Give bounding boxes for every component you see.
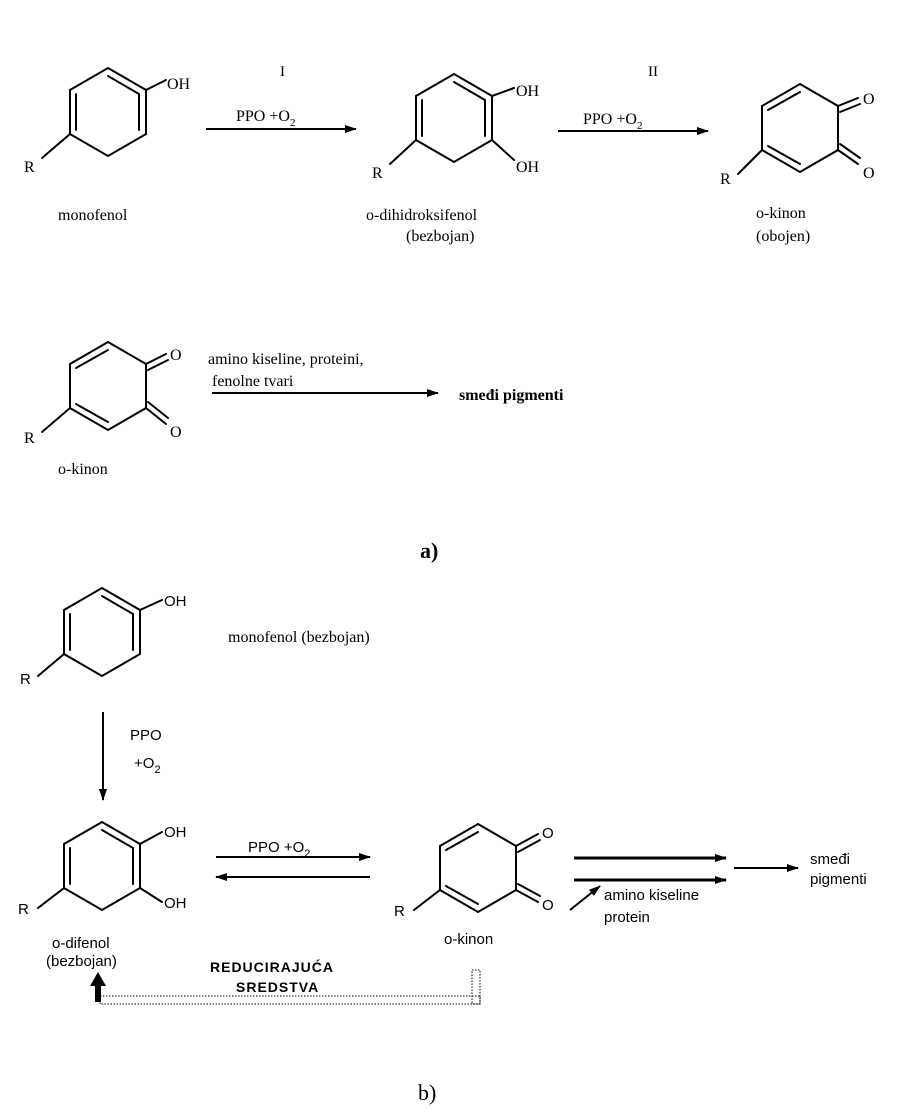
- kinon-note: (obojen): [756, 228, 810, 245]
- dihidroksifenol-name: o-dihidroksifenol: [366, 207, 478, 224]
- reagent-line-1: amino kiseline, proteini,: [208, 351, 364, 368]
- reagent-protein: protein: [604, 909, 650, 926]
- reagent-amino-kiseline: amino kiseline: [604, 887, 699, 904]
- kinon-molecule-a: O O R o-kinon (obojen): [720, 82, 875, 245]
- r-label: R: [720, 171, 731, 188]
- reagent-ppo-o2-eq: PPO +O2: [248, 839, 310, 860]
- oh-label: OH: [167, 76, 191, 93]
- reagent-ppo-o2-1: PPO +O2: [236, 108, 295, 129]
- o-bottom-label: O: [542, 897, 554, 914]
- r-label: R: [372, 165, 383, 182]
- product-smedi-pigmenti: smeđi pigmenti: [459, 387, 564, 404]
- r-label: R: [24, 159, 35, 176]
- oh-label: OH: [164, 593, 187, 610]
- equilibrium-arrows: PPO +O2: [215, 839, 371, 881]
- reaction-arrow-down: PPO +O2: [99, 712, 162, 801]
- monofenol-name: monofenol (bezbojan): [228, 629, 370, 646]
- r-label: R: [20, 671, 31, 688]
- oh-bottom-label: OH: [516, 159, 540, 176]
- step-numeral-1: I: [280, 64, 285, 80]
- reducing-line-2: SREDSTVA: [236, 979, 319, 995]
- kinon-molecule-b: O O R o-kinon: [394, 822, 554, 948]
- o-bottom-label: O: [170, 424, 182, 441]
- reaction-arrow-2: II PPO +O2: [558, 64, 709, 135]
- o-top-label: O: [863, 91, 875, 108]
- product-pigmenti: pigmenti: [810, 871, 867, 888]
- reaction-arrow-1: I PPO +O2: [206, 64, 357, 133]
- difenol-note: (bezbojan): [46, 953, 117, 970]
- monofenol-name: monofenol: [58, 207, 128, 224]
- difenol-name: o-difenol: [52, 935, 110, 952]
- reducing-line-1: REDUCIRAJUĆA: [210, 958, 334, 975]
- panel-label-b: b): [418, 1080, 436, 1105]
- reagent-o2: +O2: [134, 755, 161, 776]
- monofenol-molecule-b: OH R monofenol (bezbojan): [20, 586, 370, 688]
- oh-top-label: OH: [164, 824, 187, 841]
- reaction-arrow-3: amino kiseline, proteini, fenolne tvari …: [208, 351, 564, 404]
- r-label: R: [394, 903, 405, 920]
- kinon-name: o-kinon: [444, 931, 493, 948]
- dihidroksifenol-note: (bezbojan): [406, 228, 474, 245]
- r-label: R: [18, 901, 29, 918]
- o-bottom-label: O: [863, 165, 875, 182]
- o-top-label: O: [170, 347, 182, 364]
- kinon-molecule-a2: O O R o-kinon: [24, 340, 182, 478]
- dihidroksifenol-molecule: OH OH R o-dihidroksifenol (bezbojan): [366, 72, 540, 245]
- reducing-agents-path: REDUCIRAJUĆA SREDSTVA: [90, 958, 481, 1005]
- kinon-name: o-kinon: [756, 205, 806, 222]
- reagent-line-2: fenolne tvari: [212, 373, 294, 390]
- oh-top-label: OH: [516, 83, 540, 100]
- product-smedi: smeđi: [810, 851, 850, 868]
- step-numeral-2: II: [648, 64, 658, 80]
- kinon2-name: o-kinon: [58, 461, 108, 478]
- reagent-ppo-o2-2: PPO +O2: [583, 111, 642, 132]
- reagent-ppo: PPO: [130, 727, 162, 744]
- o-top-label: O: [542, 825, 554, 842]
- pigment-arrows: amino kiseline protein smeđi pigmenti: [569, 851, 867, 926]
- difenol-molecule: OH OH R o-difenol (bezbojan): [18, 820, 187, 970]
- r-label: R: [24, 430, 35, 447]
- monofenol-molecule-a: OH R monofenol: [24, 66, 191, 224]
- panel-label-a: a): [420, 538, 438, 563]
- oh-bottom-label: OH: [164, 895, 187, 912]
